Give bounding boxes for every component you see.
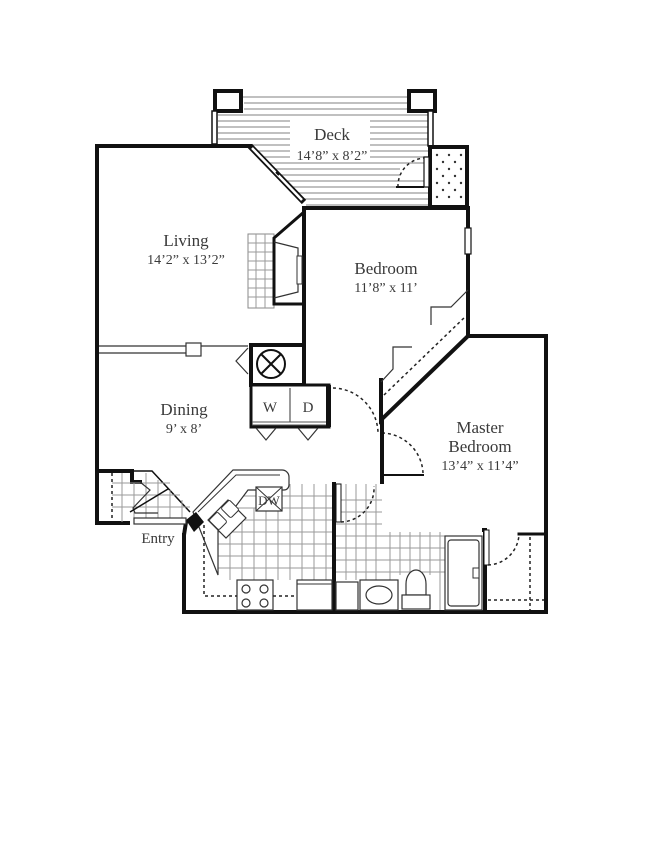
room-name-master-line2: Bedroom [448, 437, 511, 456]
dryer-label: D [303, 400, 314, 416]
storage-dots [435, 153, 463, 199]
room-name-living: Living [163, 231, 209, 250]
kitchen: DW [182, 469, 333, 614]
room-dim-dining: 9’ x 8’ [166, 422, 202, 437]
master-bedroom-area: Master Bedroom 13’4” x 11’4” [380, 418, 548, 614]
room-name-bedroom: Bedroom [354, 259, 417, 278]
room-name-master-line1: Master [456, 418, 504, 437]
deck-area: Deck 14’8” x 8’2” [211, 89, 469, 209]
room-dim-deck: 14’8” x 8’2” [297, 149, 368, 164]
refrigerator [296, 579, 333, 611]
dishwasher-label: DW [258, 493, 280, 508]
kitchen-sink [207, 499, 247, 539]
washer-label: W [263, 400, 278, 416]
room-dim-living: 14’2” x 13’2” [147, 253, 225, 268]
toilet [405, 569, 427, 596]
room-name-dining: Dining [160, 400, 208, 419]
deck-post-right [407, 89, 437, 113]
deck-post-left [213, 89, 243, 113]
entry-area: Entry [95, 469, 191, 547]
fireplace: Living 14’2” x 13’2” [147, 209, 307, 309]
entry-label: Entry [141, 531, 175, 547]
laundry-area: W D Dining 9’ x 8’ [160, 343, 379, 441]
bathroom [332, 482, 483, 614]
room-name-deck: Deck [314, 125, 350, 144]
bedroom-area: Bedroom 11’8” x 11’ [354, 259, 471, 425]
room-dim-master: 13’4” x 11’4” [441, 459, 518, 474]
room-dim-bedroom: 11’8” x 11’ [354, 281, 418, 296]
entry-door [133, 517, 187, 525]
